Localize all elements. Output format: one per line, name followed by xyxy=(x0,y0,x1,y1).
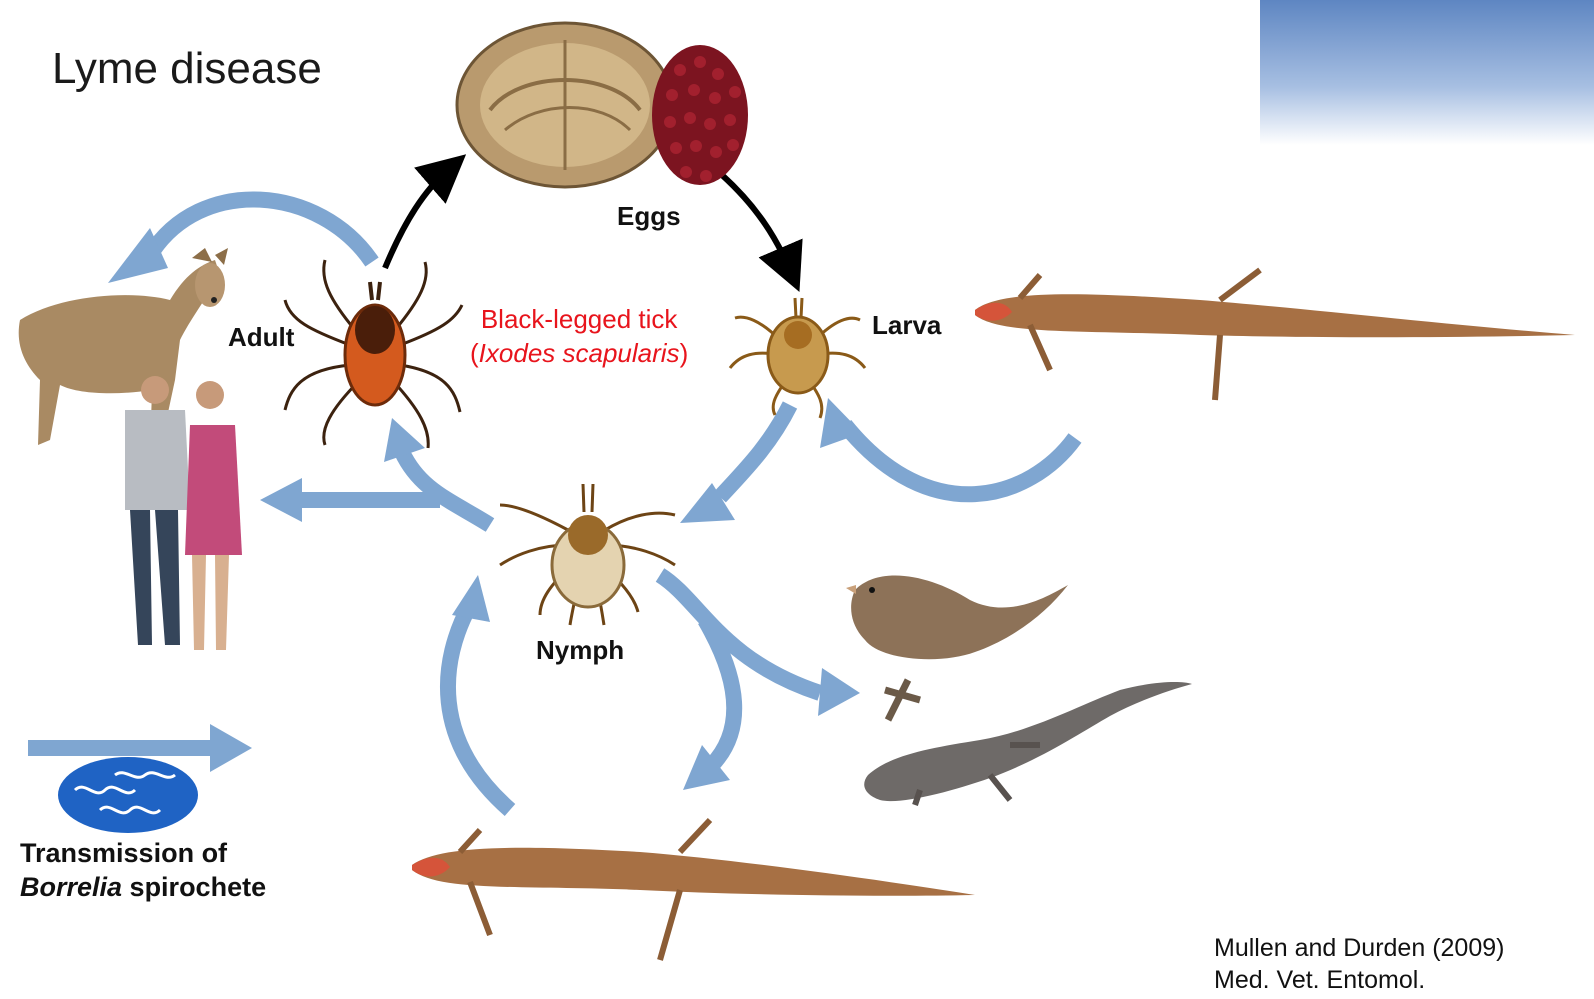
species-scientific-line: (Ixodes scapularis) xyxy=(470,336,688,370)
skink-icon xyxy=(975,270,1575,400)
sparrow-icon xyxy=(846,576,1068,720)
tick-eggs-icon xyxy=(457,23,748,187)
arrow-skink-to-nymph xyxy=(448,605,510,810)
page-title: Lyme disease xyxy=(52,44,322,94)
arrow-larva-to-nymph xyxy=(720,405,790,497)
arrow-eggs-to-larva xyxy=(722,175,790,270)
citation-line2: Med. Vet. Entomol. xyxy=(1214,964,1504,996)
species-common-name: Black-legged tick xyxy=(470,302,688,336)
legend-caption: Transmission of Borrelia spirochete xyxy=(20,836,266,904)
arrow-skink-to-nymph-head xyxy=(452,575,490,622)
arrow-nymph-to-adult xyxy=(402,452,490,525)
skink-icon xyxy=(412,820,975,960)
arrow-nymph-to-bird xyxy=(660,575,820,693)
tick-adult-icon xyxy=(285,260,462,448)
arrow-skink-to-larva xyxy=(845,425,1075,494)
humans-icon xyxy=(125,376,242,650)
species-scientific-name: Ixodes scapularis xyxy=(479,338,680,368)
arrow-adult-to-eggs xyxy=(385,170,448,268)
spirochete-icon xyxy=(58,757,198,833)
arrow-nymph-to-humans-head xyxy=(260,478,302,522)
tick-nymph-icon xyxy=(500,484,675,625)
legend-line2: Borrelia spirochete xyxy=(20,870,266,904)
species-label: Black-legged tick (Ixodes scapularis) xyxy=(470,302,688,370)
legend-line1: Transmission of xyxy=(20,836,266,870)
citation-line1: Mullen and Durden (2009) xyxy=(1214,932,1504,964)
label-adult: Adult xyxy=(228,322,294,353)
legend-genus: Borrelia xyxy=(20,872,122,902)
label-nymph: Nymph xyxy=(536,635,624,666)
species-paren-open: ( xyxy=(470,338,479,368)
label-larva: Larva xyxy=(872,310,941,341)
tick-larva-icon xyxy=(730,298,865,418)
species-paren-close: ) xyxy=(680,338,689,368)
citation: Mullen and Durden (2009) Med. Vet. Entom… xyxy=(1214,932,1504,996)
legend-arrow-head xyxy=(210,724,252,772)
arrow-adult-to-deer xyxy=(150,199,372,262)
label-eggs: Eggs xyxy=(617,201,681,232)
legend-rest: spirochete xyxy=(122,872,266,902)
arrow-nymph-to-bird-head xyxy=(818,668,860,716)
